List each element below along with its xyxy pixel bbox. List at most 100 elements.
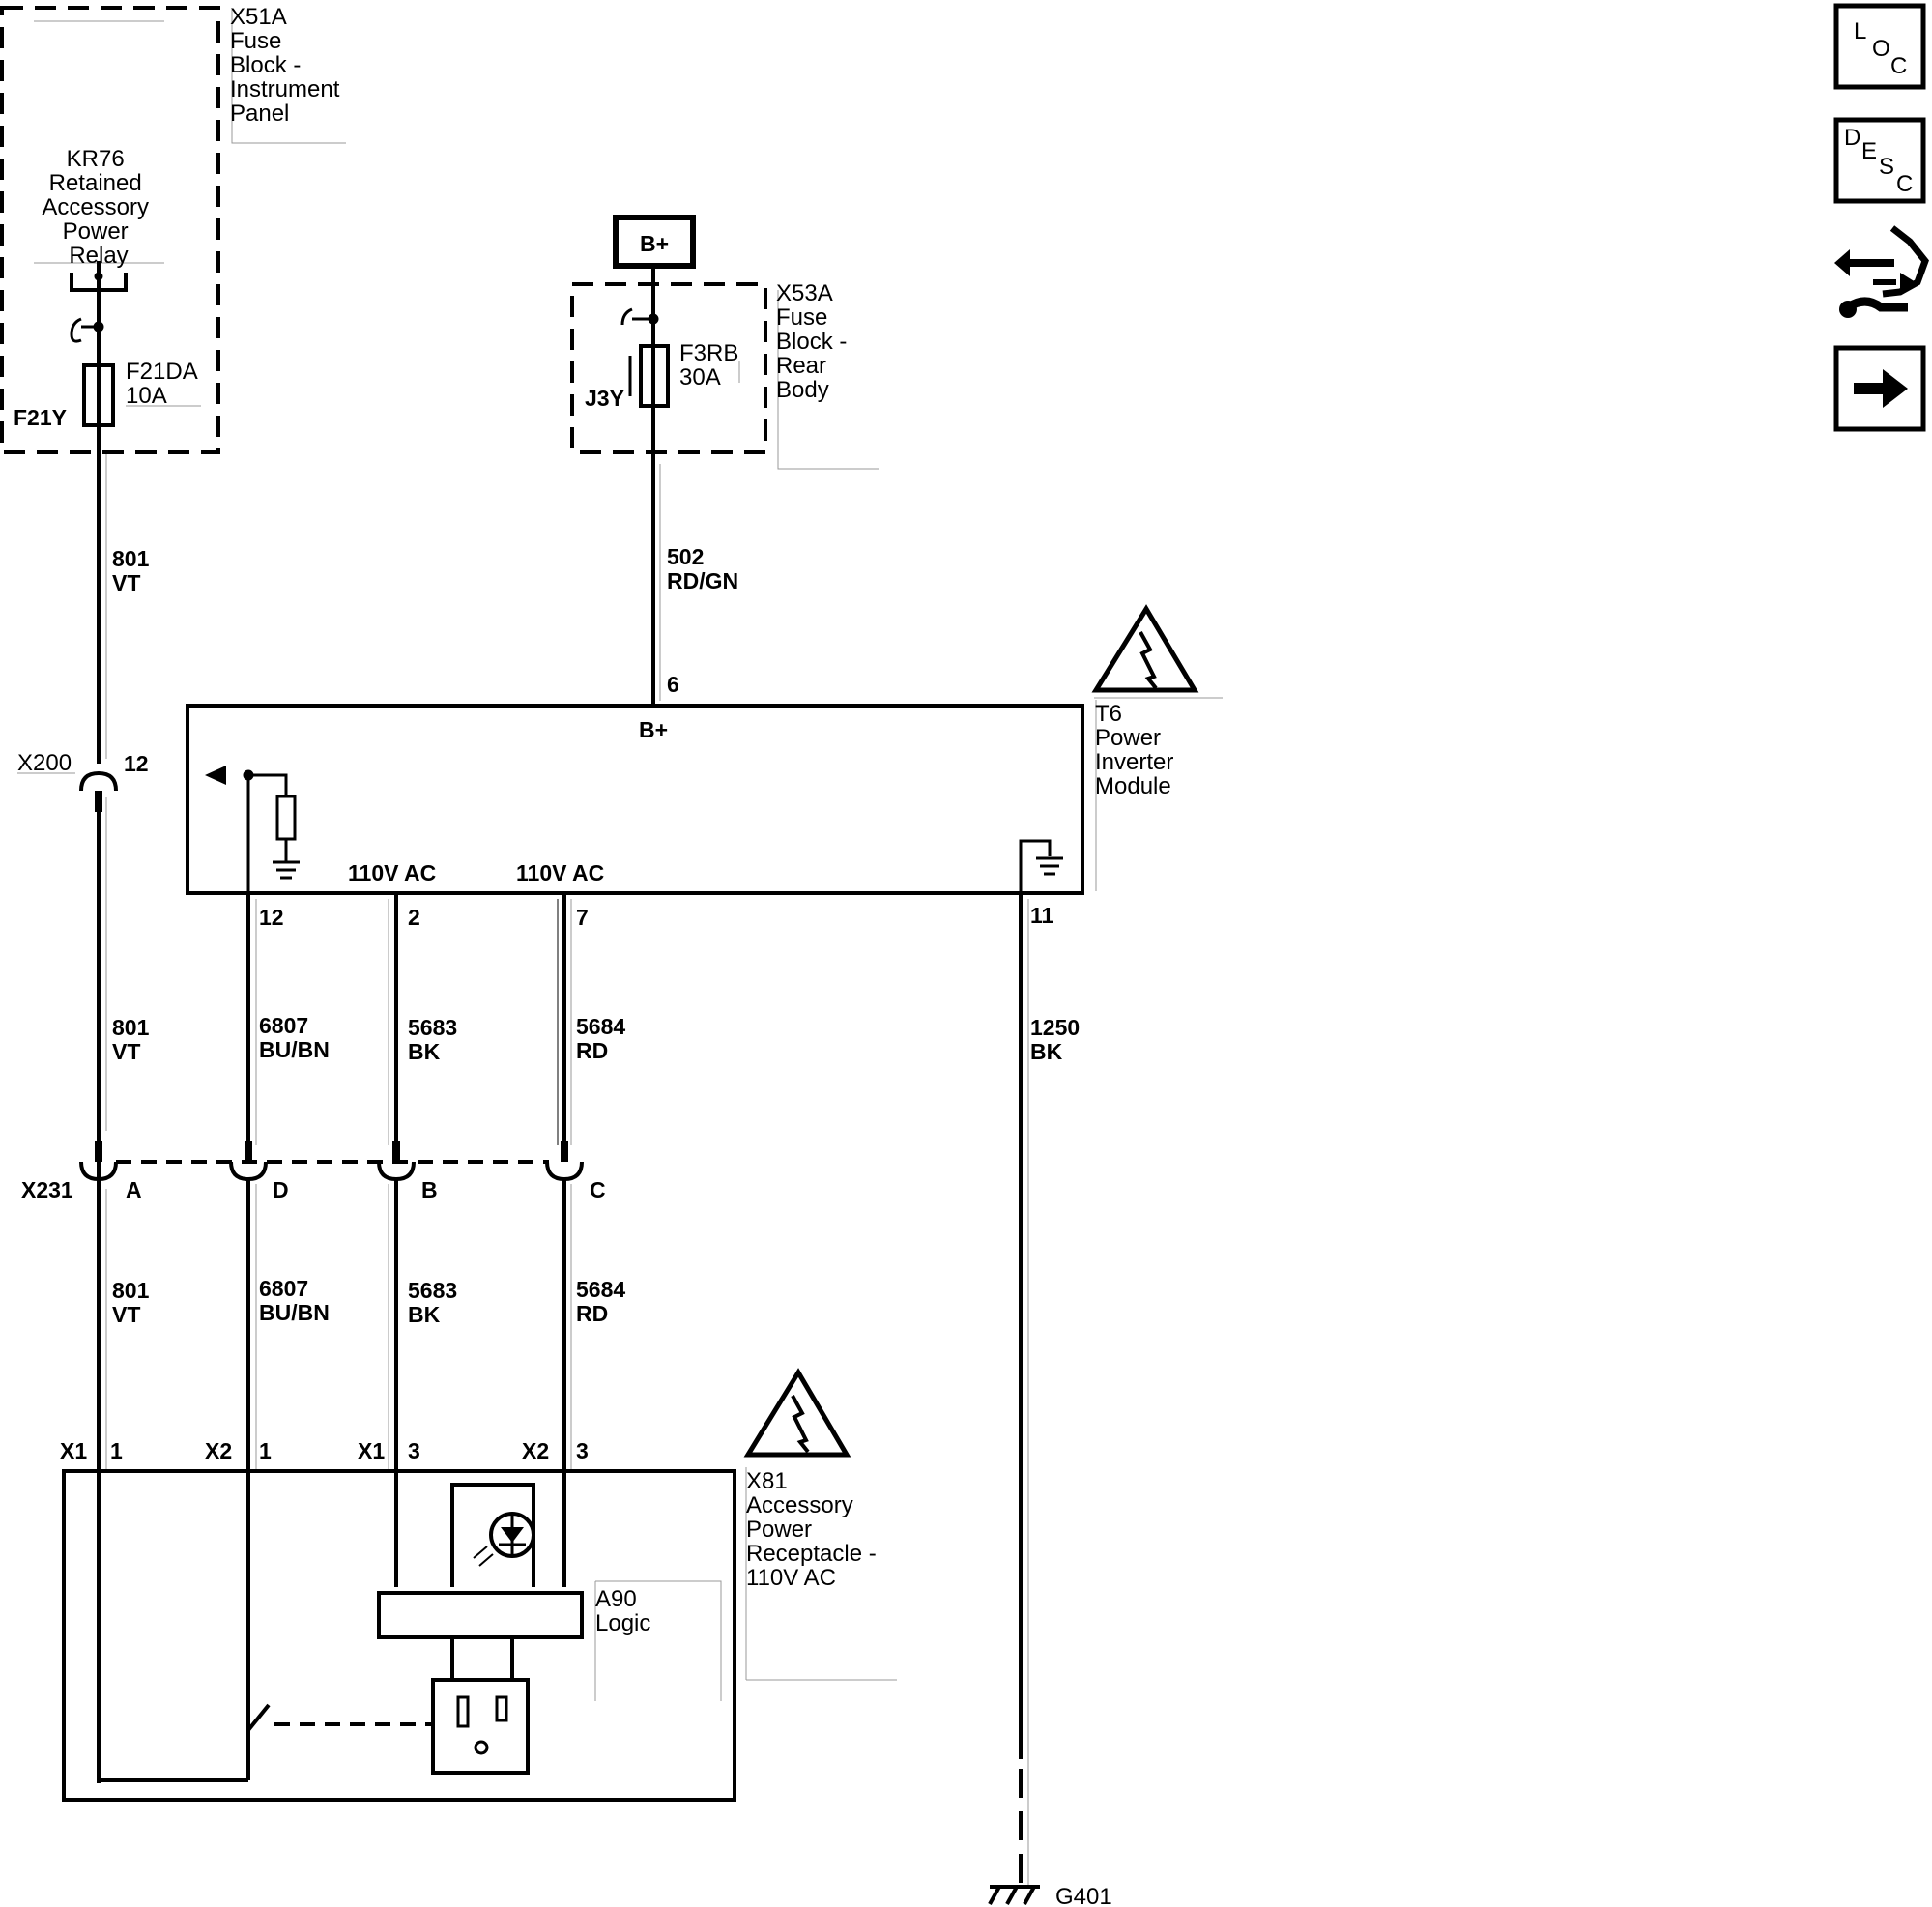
connector-x200-pin: 12: [124, 751, 149, 776]
loc-letter: L: [1854, 18, 1866, 44]
fuse-block-rear-line: Rear: [776, 353, 826, 379]
receptacle-title-line: Receptacle -: [746, 1541, 877, 1567]
fuse-f21da-rating: 10A: [126, 383, 167, 409]
fuse-block-ip-title: X51A Fuse Block - Instrument Panel: [230, 4, 346, 127]
wire-1250: [1019, 893, 1029, 1887]
connector-x200-name: X200: [17, 750, 72, 776]
fuse-block-rear-line: X53A: [776, 280, 833, 306]
desc-letter: E: [1861, 138, 1877, 164]
next-arrow-icon[interactable]: [1833, 345, 1926, 432]
accessory-power-receptacle: [62, 1368, 897, 1802]
fuse-block-ip-line: Block -: [230, 52, 301, 78]
loc-letter: O: [1872, 36, 1890, 62]
high-voltage-warning-icon: [1091, 604, 1199, 693]
module-ac-label-2: 110V AC: [516, 860, 604, 885]
fuse-block-rear-line: Fuse: [776, 304, 827, 331]
high-voltage-warning-icon: [743, 1368, 851, 1458]
wire-6807: [246, 893, 257, 1730]
wire-5683-circuit: 5683: [408, 1015, 457, 1040]
fuse-f3rb-name: F3RB: [679, 340, 738, 366]
wire-801-circuit: 801: [112, 546, 150, 571]
desc-letter: D: [1844, 125, 1860, 151]
receptacle-conn-x2: X2: [522, 1438, 549, 1463]
fuse-block-rear: [570, 215, 767, 706]
wire-5683-color: BK: [408, 1039, 441, 1064]
wire-5684-color: RD: [576, 1301, 608, 1326]
module-pin-2: 2: [408, 905, 420, 930]
connector-x231-name: X231: [21, 1177, 73, 1202]
fuse-block-ip: [0, 6, 220, 454]
wire-801-color: VT: [112, 1302, 140, 1327]
fuse-j3y-cavity: J3Y: [585, 386, 624, 411]
module-pin-11: 11: [1030, 903, 1054, 928]
wire-801-circuit: 801: [112, 1015, 150, 1040]
receptacle-title-line: Accessory: [746, 1492, 853, 1518]
receptacle-pin: 3: [408, 1438, 420, 1463]
module-pin-bplus: 6: [667, 672, 679, 697]
receptacle-conn-x1: X1: [60, 1438, 87, 1463]
relay-line: Relay: [69, 243, 128, 269]
connector-x231-pin: B: [421, 1177, 438, 1202]
relay-line: Accessory: [42, 194, 149, 220]
wire-1250-color: BK: [1030, 1039, 1063, 1064]
receptacle-title-line: 110V AC: [746, 1565, 836, 1591]
receptacle-conn-x1: X1: [358, 1438, 385, 1463]
logic-a90-block: [377, 1591, 584, 1639]
module-ac-label-1: 110V AC: [348, 860, 436, 885]
fuse-block-ip-line: Instrument: [230, 76, 340, 102]
wire-5684: [557, 893, 572, 1587]
logic-title-line: Logic: [595, 1610, 650, 1636]
wire-801-color: VT: [112, 570, 140, 595]
wire-801-circuit: 801: [112, 1278, 150, 1303]
fuse-f21da-name: F21DA: [126, 359, 198, 385]
loc-button[interactable]: [1833, 3, 1926, 90]
desc-button[interactable]: [1833, 117, 1926, 204]
wire-6807-circuit: 6807: [259, 1276, 308, 1301]
wire-801-color: VT: [112, 1039, 140, 1064]
fuse-f3rb-rating: 30A: [679, 364, 721, 390]
logic-a90-title: A90 Logic: [595, 1586, 650, 1636]
relay-line: Retained: [49, 170, 142, 196]
module-title-line: Power: [1095, 725, 1161, 751]
wire-5683: [388, 893, 398, 1587]
fuse-block-rear-title: X53A Fuse Block - Rear Body: [776, 280, 853, 403]
receptacle-pin: 1: [110, 1438, 123, 1463]
receptacle-title-line: Power: [746, 1517, 812, 1543]
loc-button-label: L O C: [1854, 18, 1907, 79]
receptacle-conn-x2: X2: [205, 1438, 232, 1463]
wire-5684-color: RD: [576, 1038, 608, 1063]
desc-button-label: D E S C: [1844, 125, 1913, 197]
ground-g401-label: G401: [1055, 1884, 1112, 1907]
module-bplus-label: B+: [639, 717, 668, 742]
bplus-supply-box: [613, 215, 696, 269]
connector-x231-pin: A: [126, 1177, 142, 1202]
connector-x231-pin: D: [273, 1177, 289, 1202]
wire-6807-color: BU/BN: [259, 1300, 330, 1325]
wire-5683-color: BK: [408, 1302, 441, 1327]
wire-502-color: RD/GN: [667, 568, 738, 593]
fuse-block-rear-line: Block -: [776, 329, 847, 355]
relay-line: KR76: [67, 146, 125, 172]
receptacle-pin: 3: [576, 1438, 589, 1463]
wire-6807-circuit: 6807: [259, 1013, 308, 1038]
fuse-f21y-cavity: F21Y: [14, 405, 67, 430]
loc-letter: C: [1890, 53, 1907, 79]
fuse-block-rear-line: Body: [776, 377, 829, 403]
ac-outlet-symbol: [431, 1678, 530, 1775]
receptacle-pin: 1: [259, 1438, 272, 1463]
bplus-supply-label: B+: [640, 231, 669, 256]
wire-1250-circuit: 1250: [1030, 1015, 1080, 1040]
connector-x200: [17, 770, 118, 812]
power-inverter-module: [186, 604, 1223, 895]
module-title: T6 Power Inverter Module: [1095, 701, 1180, 799]
connector-swap-icon[interactable]: [1834, 225, 1929, 318]
module-title-line: Module: [1095, 773, 1171, 799]
receptacle-title: X81 Accessory Power Receptacle - 110V AC: [746, 1468, 882, 1591]
wire-502-circuit: 502: [667, 544, 704, 569]
module-title-line: Inverter: [1095, 749, 1173, 775]
fuse-block-ip-line: X51A: [230, 4, 287, 30]
receptacle-title-line: X81: [746, 1468, 788, 1494]
wire-5684-circuit: 5684: [576, 1277, 625, 1302]
desc-letter: S: [1879, 154, 1894, 180]
